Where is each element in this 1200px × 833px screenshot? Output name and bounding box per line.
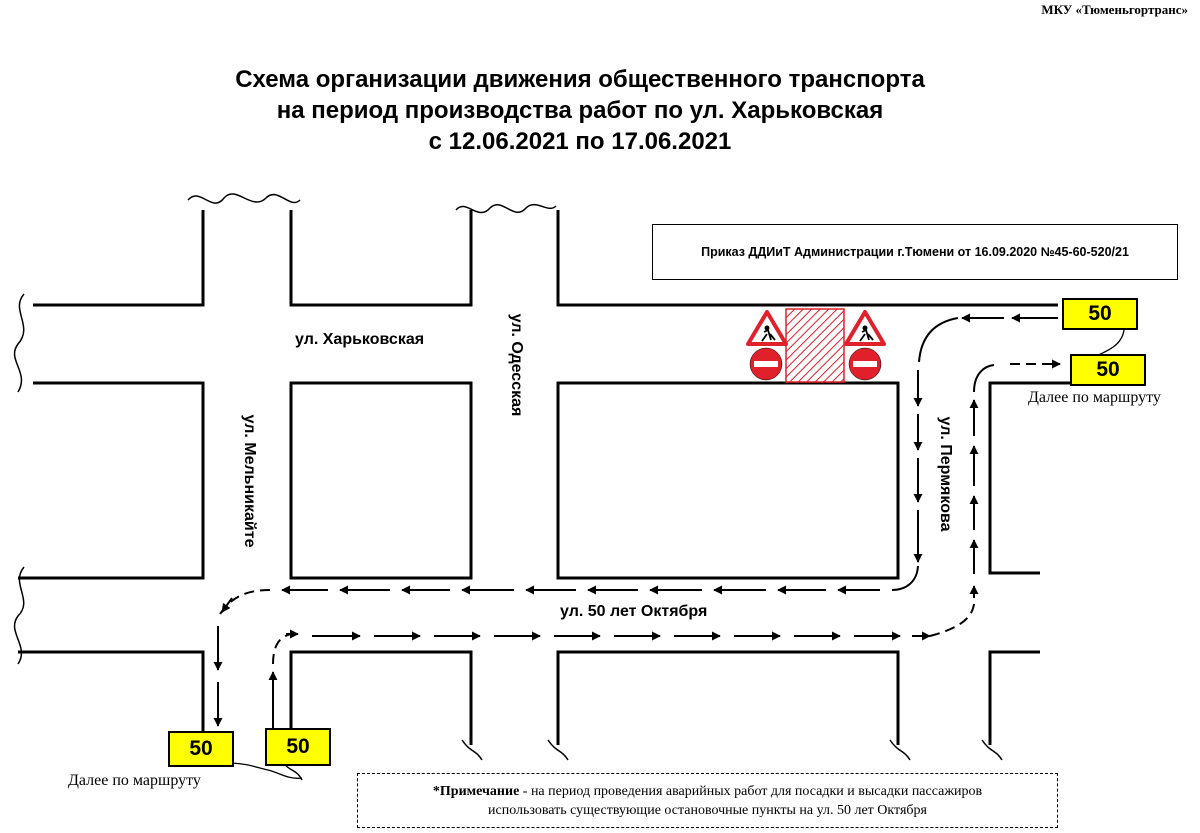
route-50-badge-right: 50 [1070,354,1146,386]
road-break-marks [13,193,1003,781]
break-mark [13,566,25,665]
block-edge [556,381,900,580]
roadwork-sign-left [746,310,788,346]
organization-name: МКУ «Тюменьгортранс» [1041,2,1188,17]
block-edge [289,381,473,580]
break-mark [981,739,1003,761]
break-mark [13,293,25,393]
road-edge [33,210,205,307]
route-50-badge-top: 50 [1062,298,1138,330]
work-zone-hatch [785,308,845,383]
route-50-badge-bottom-left: 50 [168,731,234,767]
road-edge [18,650,205,735]
no-entry-sign-left [749,347,783,381]
page-title: Схема организации движения общественного… [0,64,1160,157]
no-entry-sign-right [848,347,882,381]
note-label: *Примечание [432,784,520,799]
title-line-1: Схема организации движения общественного… [235,66,925,93]
road-edge [289,210,473,307]
street-label-odesskaya: ул. Одесская [508,313,525,417]
badge-connector [1095,329,1125,357]
road-edge [988,650,1040,745]
road-edge [18,381,205,580]
street-label-kharkovskaya: ул. Харьковская [295,331,425,348]
note-line-1: *Примечание - на период проведения авари… [358,782,1057,801]
route-curve [219,589,271,615]
note-text: - на период проведения аварийных работ д… [519,784,983,799]
road-edge [556,650,900,745]
route-curve [929,603,975,637]
road-edge [289,650,473,745]
route-curve [891,565,919,591]
break-mark [547,739,569,761]
break-mark [461,739,483,761]
title-line-3: с 12.06.2021 по 17.06.2021 [428,128,732,155]
street-label-permyakova: ул. Пермякова [937,416,954,532]
road-edge [556,210,1058,307]
order-reference-box: Приказ ДДИиТ Администрации г.Тюмени от 1… [652,224,1178,280]
note-line-2: использовать существующие остановочные п… [488,803,927,818]
break-mark [187,193,301,204]
route-curve [973,364,995,393]
route-detour-arrows [213,313,1061,728]
route-curve [272,633,293,665]
street-label-50-let-oktyabrya: ул. 50 лет Октября [560,603,708,620]
further-route-label-right: Далее по маршруту [1028,389,1161,406]
note-box: *Примечание - на период проведения авари… [357,773,1058,828]
road-edges [18,210,1070,745]
break-mark [889,739,911,761]
break-mark [455,203,557,214]
further-route-label-left: Далее по маршруту [68,772,201,789]
route-arrow [221,597,233,613]
route-50-badge-bottom: 50 [265,728,331,766]
street-label-melnikaite: ул. Мельникайте [241,414,258,548]
badge-connector [231,762,303,779]
title-line-2: на период производства работ по ул. Харь… [276,97,884,124]
road-edge [988,381,1070,575]
route-curve [918,317,959,363]
roadwork-sign-right [844,310,886,346]
